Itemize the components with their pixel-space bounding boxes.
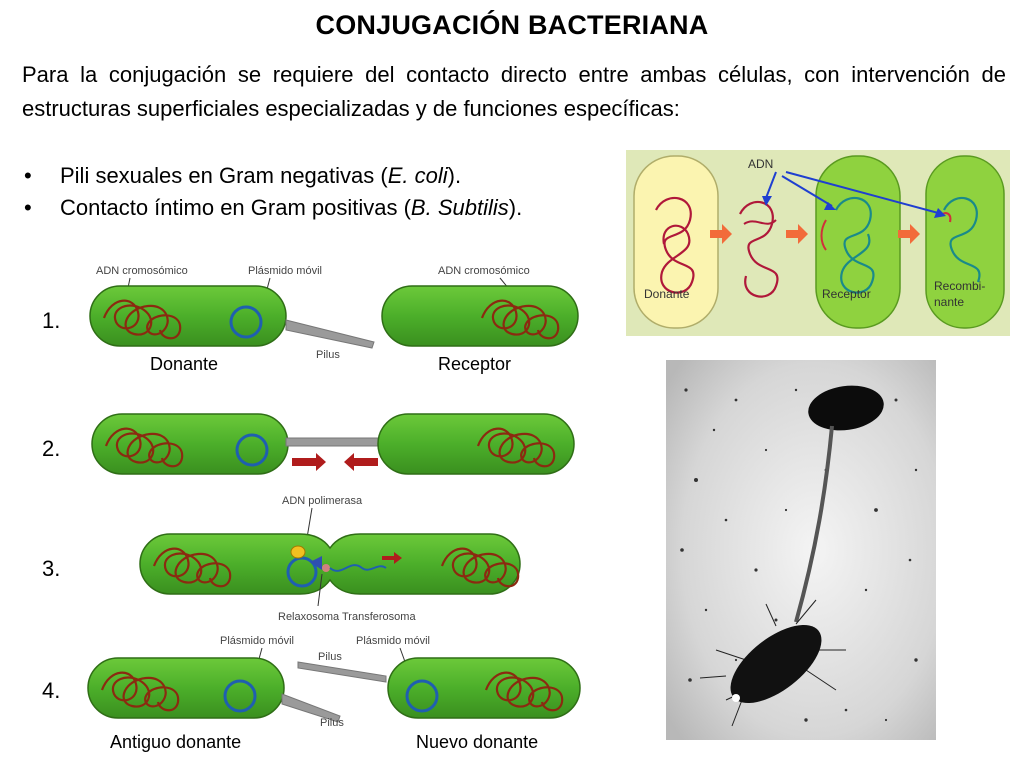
donor-label: Donante [644, 287, 690, 301]
step-4: 4. Plásmido móvil Plásmido móvil Pilus P… [42, 635, 581, 752]
fused-cells [139, 533, 521, 595]
stage-arrow [786, 224, 808, 244]
recipient-bacterium [730, 624, 822, 704]
bullet-list: • Pili sexuales en Gram negativas (E. co… [22, 160, 522, 224]
pilus-label: Pilus [320, 717, 344, 729]
relaxosome-label: Relaxosoma Transferosoma [278, 611, 416, 623]
adn-pointer-arrow [785, 171, 943, 215]
adn-label: ADN [748, 157, 773, 171]
recombinant-capsule [925, 155, 1005, 329]
old-donor-label: Antiguo donante [110, 732, 241, 752]
recipient-cell [377, 413, 575, 475]
pilus-label: Pilus [316, 349, 340, 361]
pilus [285, 319, 375, 349]
stage-arrow [898, 224, 920, 244]
bullet-item-gram-negative: • Pili sexuales en Gram negativas (E. co… [22, 160, 522, 192]
sex-pilus [794, 425, 834, 623]
bullet-text: Contacto íntimo en Gram positivas ( [60, 195, 411, 220]
old-donor-cell [87, 657, 285, 719]
bullet-glyph: • [24, 163, 32, 188]
transferosome [322, 564, 330, 572]
conjugation-steps-diagram: 1. ADN cromosómico Plásmido móvil ADN cr… [42, 265, 581, 752]
step-number: 1. [42, 308, 60, 333]
recipient-capsule [815, 155, 901, 329]
transferred-dna [739, 200, 779, 298]
plasmid-ring [229, 305, 263, 339]
adn-pointer-arrow [765, 171, 777, 199]
recombinant-dna [943, 196, 981, 283]
donor-label: Donante [150, 354, 218, 374]
recombinant-label-1: Recombi- [934, 279, 985, 293]
step-number: 3. [42, 556, 60, 581]
adn-pointer-arrow [781, 175, 833, 207]
recombination-diagram: Donante ADN Receptor Recombi- nante [626, 150, 1010, 336]
pull-arrow-right [292, 453, 326, 471]
plasmid-label: Plásmido móvil [356, 635, 430, 647]
donor-capsule [633, 155, 719, 329]
plasmid-ring [286, 556, 318, 588]
donor-dna [655, 196, 695, 294]
recipient-label: Receptor [438, 354, 511, 374]
bullet-text-end: ). [508, 195, 523, 220]
chromosomal-dna-label: ADN cromosómico [96, 265, 188, 277]
polymerase-label: ADN polimerasa [282, 495, 363, 507]
bullet-text-end: ). [447, 163, 462, 188]
species-name: B. Subtilis [410, 195, 509, 220]
step-2: 2. [42, 413, 575, 475]
step-3: 3. ADN polimerasa Relaxosoma Transferoso… [42, 495, 521, 623]
stage-arrow [710, 224, 732, 244]
pilus-label: Pilus [318, 651, 342, 663]
relaxosome [310, 556, 322, 570]
electron-micrograph-image [666, 360, 936, 740]
plasmid-ring [223, 679, 257, 713]
step-number: 2. [42, 436, 60, 461]
page-title: CONJUGACIÓN BACTERIANA [315, 10, 709, 40]
background-specks [680, 388, 918, 722]
chromosomal-dna-label: ADN cromosómico [438, 265, 530, 277]
intro-paragraph: Para la conjugación se requiere del cont… [22, 62, 1006, 121]
recombinant-label-2: nante [934, 295, 964, 309]
dna-polymerase [290, 545, 306, 559]
dna-coil [743, 219, 777, 225]
bullet-item-gram-positive: • Contacto íntimo en Gram positivas (B. … [22, 192, 522, 224]
incoming-dna [820, 219, 827, 251]
plasmid-ring [235, 433, 269, 467]
plasmid-ring [405, 679, 439, 713]
donor-cell [89, 285, 287, 347]
bright-spot [732, 694, 740, 702]
bullet-glyph: • [24, 195, 32, 220]
step-1: 1. ADN cromosómico Plásmido móvil ADN cr… [42, 265, 579, 374]
species-name: E. coli [387, 163, 448, 188]
step-number: 4. [42, 678, 60, 703]
pilus [281, 693, 341, 723]
donor-bacterium [808, 385, 884, 431]
new-donor-label: Nuevo donante [416, 732, 538, 752]
plasmid-label: Plásmido móvil [248, 265, 322, 277]
recipient-dna [835, 196, 875, 294]
recipient-cell [381, 285, 579, 347]
pull-arrow-left [344, 453, 378, 471]
pilus [285, 437, 383, 447]
transfer-arrow [382, 552, 402, 564]
pilus [297, 661, 387, 683]
recipient-label: Receptor [822, 287, 871, 301]
transferred-dna [329, 564, 387, 572]
bullet-text: Pili sexuales en Gram negativas ( [60, 163, 388, 188]
plasmid-label: Plásmido móvil [220, 635, 294, 647]
